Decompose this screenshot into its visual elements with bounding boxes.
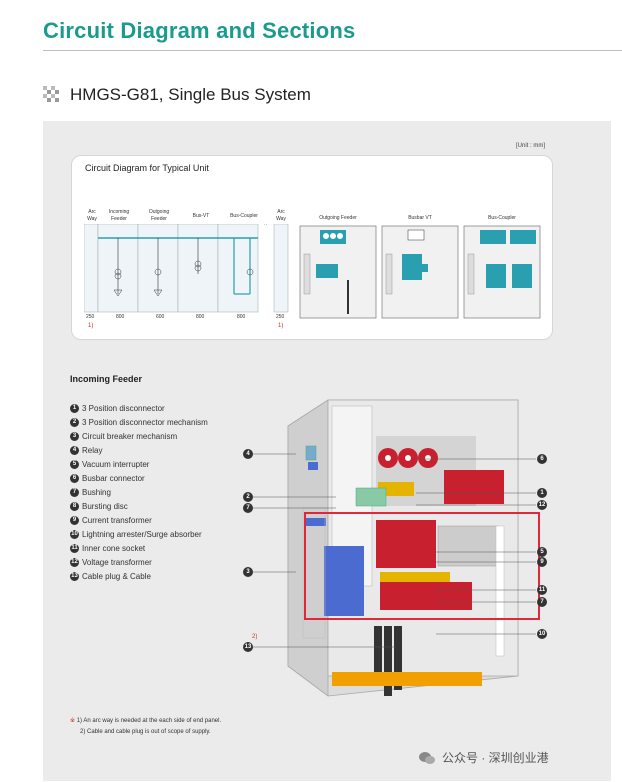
single-line-diagram xyxy=(84,224,289,313)
legend-label: Cable plug & Cable xyxy=(82,571,151,581)
outgoing-feeder-section xyxy=(299,225,377,319)
legend-number: 12 xyxy=(70,557,79,567)
legend-label: Current transformer xyxy=(82,515,152,525)
column-header-label: Incoming Feeder xyxy=(108,209,130,222)
column-header-incoming: Incoming Feeder xyxy=(104,209,134,223)
legend-number: 13 xyxy=(70,571,79,581)
section-subtitle: HMGS-G81, Single Bus System xyxy=(70,85,311,104)
legend-label: 3 Position disconnector mechanism xyxy=(82,417,208,427)
unit-note: [Unit : mm] xyxy=(516,143,546,149)
footnote-line: ※ 1) An arc way is needed at the each si… xyxy=(70,716,221,727)
callout-inner-cone-socket: 11 xyxy=(537,585,547,595)
column-header-label: Bus-Coupler xyxy=(230,213,258,219)
legend-label: Vacuum interrupter xyxy=(82,459,150,469)
callout-current-transformer: 9 xyxy=(537,557,547,567)
width-label: 800 xyxy=(116,314,125,320)
incoming-feeder-title: Incoming Feeder xyxy=(70,374,143,384)
legend-number: 3 xyxy=(70,431,79,441)
cable-note: 2) xyxy=(252,634,258,640)
legend-label: Voltage transformer xyxy=(82,557,152,567)
column-header-label: Outgoing Feeder xyxy=(148,209,170,222)
footnote-text: 2) Cable and cable plug is out of scope … xyxy=(80,729,211,735)
watermark-text: 公众号 · 深圳创业港 xyxy=(442,751,549,765)
watermark: 公众号 · 深圳创业港 xyxy=(418,749,549,766)
callout-voltage-transformer: 12 xyxy=(537,500,547,510)
page-title: Circuit Diagram and Sections xyxy=(43,18,356,43)
column-header-label: Bus-VT xyxy=(192,213,210,219)
legend-number: 1 xyxy=(70,403,79,413)
column-header-outgoing: Outgoing Feeder xyxy=(144,209,174,223)
callout-vacuum-interrupter: 5 xyxy=(537,547,547,557)
callout-disconnector: 1 xyxy=(537,488,547,498)
column-header-arc-way-right: Arc Way xyxy=(273,209,289,223)
legend-number: 7 xyxy=(70,487,79,497)
circuit-diagram-title: Circuit Diagram for Typical Unit xyxy=(85,163,209,173)
arc-way-note: 1) xyxy=(88,323,94,329)
callout-bushing: 7 xyxy=(243,503,253,513)
column-header-arc-way: Arc Way xyxy=(84,209,100,223)
footnote-mark: ※ xyxy=(70,718,76,724)
callout-cable-plug: 13 xyxy=(243,642,253,652)
callout-busbar-connector: 6 xyxy=(537,454,547,464)
bus-coupler-section xyxy=(463,225,541,319)
column-header-label: Arc Way xyxy=(87,209,97,222)
footnote-text: 1) An arc way is needed at the each side… xyxy=(76,718,222,724)
width-label: 250 xyxy=(86,314,95,320)
legend-label: 3 Position disconnector xyxy=(82,403,165,413)
section-label-busbar-vt: Busbar VT xyxy=(408,215,432,221)
footnote-line: 2) Cable and cable plug is out of scope … xyxy=(70,727,221,738)
legend-number: 10 xyxy=(70,529,79,539)
legend-number: 2 xyxy=(70,417,79,427)
legend-label: Circuit breaker mechanism xyxy=(82,431,178,441)
callout-bushing-lower: 7 xyxy=(537,597,547,607)
legend-number: 6 xyxy=(70,473,79,483)
legend-label: Bursting disc xyxy=(82,501,128,511)
legend-number: 4 xyxy=(70,445,79,455)
legend-label: Lightning arrester/Surge absorber xyxy=(82,529,202,539)
wechat-icon xyxy=(419,751,435,764)
footnotes: ※ 1) An arc way is needed at the each si… xyxy=(70,716,221,738)
width-label: 250 xyxy=(276,314,285,320)
legend-label: Bushing xyxy=(82,487,111,497)
legend-number: 5 xyxy=(70,459,79,469)
legend-label: Inner cone socket xyxy=(82,543,146,553)
column-header-bus-coupler: Bus-Coupler xyxy=(224,213,264,220)
callout-cb-mechanism: 3 xyxy=(243,567,253,577)
legend-label: Busbar connector xyxy=(82,473,145,483)
width-label: 800 xyxy=(237,314,246,320)
column-header-bus-vt: Bus-VT xyxy=(186,213,216,220)
callout-disconnector-mechanism: 2 xyxy=(243,492,253,502)
title-divider xyxy=(43,50,622,51)
legend-label: Relay xyxy=(82,445,103,455)
section-label-bus-coupler: Bus-Coupler xyxy=(488,215,516,221)
legend-number: 11 xyxy=(70,543,79,553)
column-header-label: Arc Way xyxy=(276,209,286,222)
width-label: 600 xyxy=(156,314,165,320)
section-label-outgoing: Outgoing Feeder xyxy=(319,215,357,221)
busbar-vt-section xyxy=(381,225,459,319)
callout-leader-lines xyxy=(252,453,536,648)
legend-number: 8 xyxy=(70,501,79,511)
switchgear-cabinet-illustration xyxy=(287,399,519,697)
legend-number: 9 xyxy=(70,515,79,525)
checker-icon xyxy=(43,86,59,102)
width-label: 800 xyxy=(196,314,205,320)
arc-way-note: 1) xyxy=(278,323,284,329)
callout-lightning-arrester: 10 xyxy=(537,629,547,639)
callout-relay: 4 xyxy=(243,449,253,459)
